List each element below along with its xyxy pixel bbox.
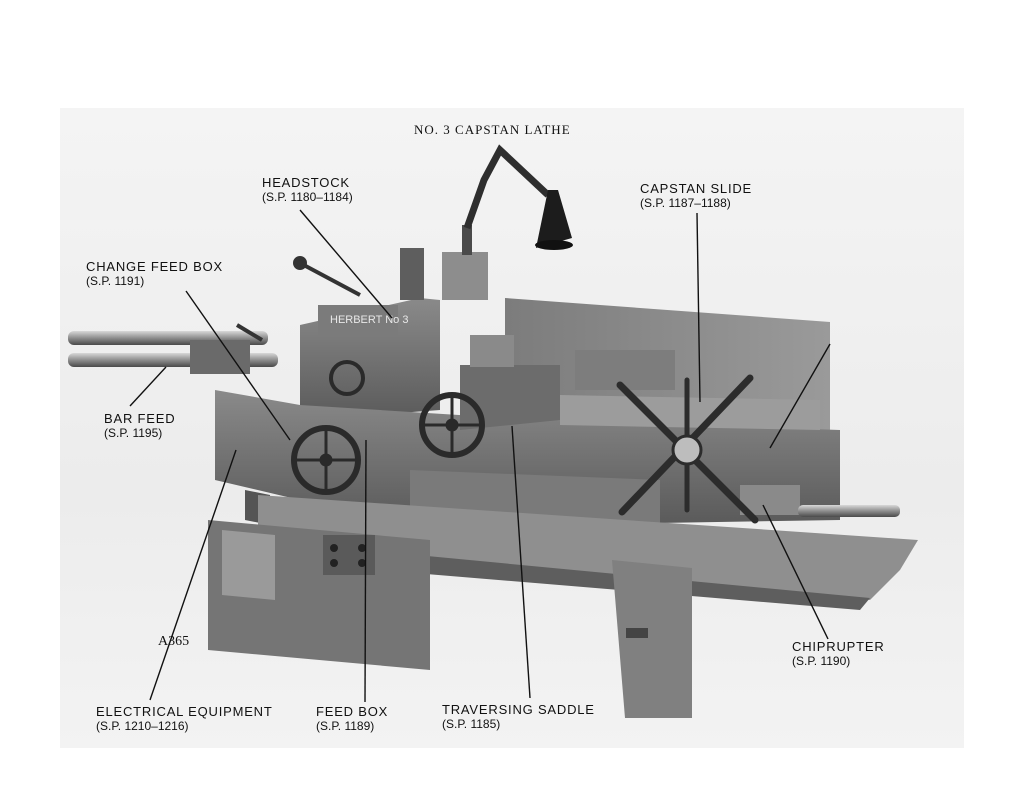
work-lamp	[462, 144, 573, 255]
callout-feed-box: FEED BOX (S.P. 1189)	[316, 704, 388, 734]
plate-reference: A365	[158, 634, 190, 649]
cabinet-left	[208, 520, 430, 670]
leg-right	[612, 560, 692, 718]
callout-bar-feed: BAR FEED (S.P. 1195)	[104, 411, 175, 441]
callout-name: CHANGE FEED BOX	[86, 259, 223, 274]
callout-chiprupter: CHIPRUPTER (S.P. 1190)	[792, 639, 885, 669]
callout-ref: (S.P. 1195)	[104, 426, 163, 440]
capstan-star-wheel	[616, 374, 759, 524]
callout-ref: (S.P. 1190)	[792, 654, 851, 668]
callout-ref: (S.P. 1187–1188)	[640, 196, 731, 210]
callout-name: FEED BOX	[316, 704, 389, 719]
callout-ref: (S.P. 1191)	[86, 274, 145, 288]
callout-name: ELECTRICAL EQUIPMENT	[96, 704, 273, 719]
capstan-slide-body	[560, 350, 900, 517]
callout-ref: (S.P. 1180–1184)	[262, 190, 353, 204]
callout-name: HEADSTOCK	[262, 175, 350, 190]
callout-capstan-slide: CAPSTAN SLIDE (S.P. 1187–1188)	[640, 181, 752, 211]
callout-change-feed-box: CHANGE FEED BOX (S.P. 1191)	[86, 259, 223, 289]
callout-headstock: HEADSTOCK (S.P. 1180–1184)	[262, 175, 353, 205]
callout-ref: (S.P. 1185)	[442, 717, 501, 731]
callout-name: TRAVERSING SADDLE	[442, 702, 595, 717]
callout-traversing-saddle: TRAVERSING SADDLE (S.P. 1185)	[442, 702, 595, 732]
saddle	[460, 335, 560, 430]
callout-name: CAPSTAN SLIDE	[640, 181, 753, 196]
callout-name: BAR FEED	[104, 411, 176, 426]
callout-ref: (S.P. 1189)	[316, 719, 375, 733]
handwheels	[291, 360, 485, 495]
levers	[235, 256, 361, 342]
figure-title: NO. 3 CAPSTAN LATHE	[414, 122, 571, 137]
bar-feed-tubes	[68, 331, 278, 374]
callout-ref: (S.P. 1210–1216)	[96, 719, 189, 733]
callout-electrical-equipment: ELECTRICAL EQUIPMENT (S.P. 1210–1216)	[96, 704, 273, 734]
leader-lines	[129, 209, 831, 703]
callout-name: CHIPRUPTER	[792, 639, 885, 654]
nameplate-text: HERBERT No 3	[330, 314, 408, 326]
